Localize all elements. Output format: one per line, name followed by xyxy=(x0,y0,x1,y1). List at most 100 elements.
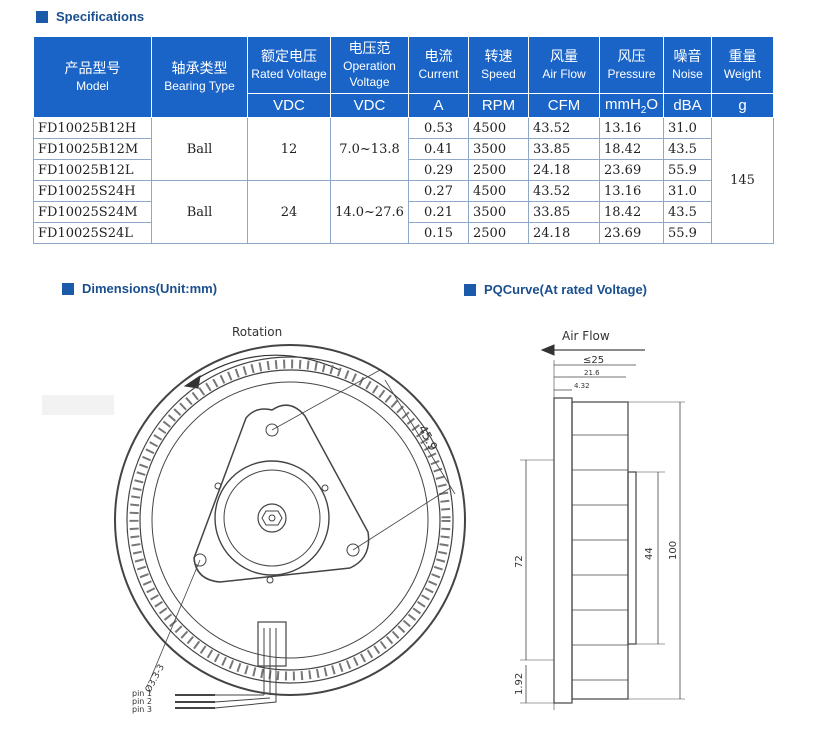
bearing-cell: Ball xyxy=(151,117,248,181)
smudge xyxy=(42,395,114,415)
unit-cell: dBA xyxy=(663,93,712,118)
table-row: FD10025B12L 0.29 2500 24.18 23.69 55.9 xyxy=(33,159,774,181)
model-cell: FD10025B12L xyxy=(33,159,152,181)
bearing-cell: Ball xyxy=(151,180,248,244)
specifications-title: Specifications xyxy=(56,9,145,24)
airflow-cell: 43.52 xyxy=(528,180,600,202)
airflow-arrowhead-icon xyxy=(540,344,555,356)
dim-192-label: 1.92 xyxy=(514,673,525,695)
leader-line xyxy=(352,487,451,551)
dim-25-label: ≤25 xyxy=(583,355,604,366)
unit-cell: RPM xyxy=(468,93,529,118)
model-cell: FD10025S24M xyxy=(33,201,152,223)
pqcurve-heading: PQCurve(At rated Voltage) xyxy=(464,282,647,297)
dim-44-label: 44 xyxy=(644,547,655,560)
hub-outer xyxy=(214,460,330,576)
pqcurve-title: PQCurve(At rated Voltage) xyxy=(484,282,648,297)
airflow-cell: 24.18 xyxy=(528,159,600,181)
wire-leads xyxy=(214,694,277,709)
hub-nut xyxy=(261,510,283,526)
pressure-cell: 13.16 xyxy=(599,180,664,202)
pressure-cell: 23.69 xyxy=(599,222,664,244)
current-cell: 0.53 xyxy=(408,117,469,139)
section-square-icon xyxy=(36,10,48,23)
current-cell: 0.41 xyxy=(408,138,469,160)
dim-72-label: 72 xyxy=(514,555,525,568)
current-cell: 0.27 xyxy=(408,180,469,202)
dimensions-heading: Dimensions(Unit:mm) xyxy=(62,281,217,296)
speed-cell: 3500 xyxy=(468,138,529,160)
hub-center xyxy=(268,514,276,522)
connector-block xyxy=(257,621,287,667)
pressure-cell: 13.16 xyxy=(599,117,664,139)
model-cell: FD10025S24L xyxy=(33,222,152,244)
pin-label: pin 2 xyxy=(132,697,152,706)
model-cell: FD10025B12M xyxy=(33,138,152,160)
pin-label: pin 1 xyxy=(132,689,152,698)
unit-cell: VDC xyxy=(330,93,409,118)
pressure-cell: 18.42 xyxy=(599,201,664,223)
table-row: FD10025S24L 0.15 2500 24.18 23.69 55.9 xyxy=(33,222,774,244)
unit-cell: mmH2O xyxy=(599,93,664,118)
speed-cell: 2500 xyxy=(468,159,529,181)
table-row: FD10025B12H Ball 12 7.0~13.8 0.53 4500 4… xyxy=(33,117,774,244)
unit-cell: CFM xyxy=(528,93,600,118)
rotation-arc xyxy=(194,354,341,381)
noise-cell: 31.0 xyxy=(663,117,712,139)
pressure-cell: 18.42 xyxy=(599,138,664,160)
current-cell: 0.21 xyxy=(408,201,469,223)
fan-plate xyxy=(553,397,573,704)
fan-side-view-drawing: Air Flow ≤25 21.6 4.32 44 100 72 1.92 xyxy=(514,329,685,710)
housing-ring xyxy=(139,369,441,671)
mount-hole xyxy=(265,423,279,437)
hub-inner xyxy=(223,469,321,567)
model-cell: FD10025B12H xyxy=(33,117,152,139)
noise-cell: 55.9 xyxy=(663,222,712,244)
airflow-cell: 33.85 xyxy=(528,138,600,160)
dim-4-label: 4.32 xyxy=(574,382,590,390)
dim-21-label: 21.6 xyxy=(584,369,600,377)
dim-100-label: 100 xyxy=(668,541,679,560)
weight-cell: 145 xyxy=(711,117,774,244)
noise-cell: 43.5 xyxy=(663,138,712,160)
speed-cell: 4500 xyxy=(468,180,529,202)
dimensions-title: Dimensions(Unit:mm) xyxy=(82,281,218,296)
pin-label: pin 3 xyxy=(132,705,152,714)
small-hole xyxy=(321,484,329,492)
hub-side xyxy=(627,471,637,645)
rotation-label: Rotation xyxy=(232,325,282,339)
mount-hole xyxy=(346,543,360,557)
leader-line xyxy=(149,559,201,681)
mount-hole xyxy=(193,553,207,567)
airflow-cell: 43.52 xyxy=(528,117,600,139)
dimension-line xyxy=(384,379,456,495)
unit-cell: VDC xyxy=(247,93,331,118)
operation-voltage-cell: 7.0~13.8 xyxy=(330,117,409,181)
speed-cell: 4500 xyxy=(468,117,529,139)
airflow-cell: 24.18 xyxy=(528,222,600,244)
model-cell: FD10025S24H xyxy=(33,180,152,202)
section-square-icon xyxy=(62,282,74,295)
table-row: FD10025B12M 0.41 3500 33.85 18.42 43.5 xyxy=(33,138,774,160)
fan-front-view-drawing: Rotation 45.9 Ø3.3-3 pin 1 pin 2 pin 3 xyxy=(42,325,466,714)
unit-row: VDC VDC A RPM CFM mmH2O dBA g xyxy=(34,93,774,118)
hub-boss xyxy=(257,503,287,533)
small-hole xyxy=(266,576,274,584)
noise-cell: 55.9 xyxy=(663,159,712,181)
motor-plate xyxy=(193,404,370,583)
leader-line xyxy=(271,369,381,431)
section-square-icon xyxy=(464,283,476,296)
table-row: FD10025S24H Ball 24 14.0~27.6 0.27 4500 … xyxy=(33,180,774,244)
